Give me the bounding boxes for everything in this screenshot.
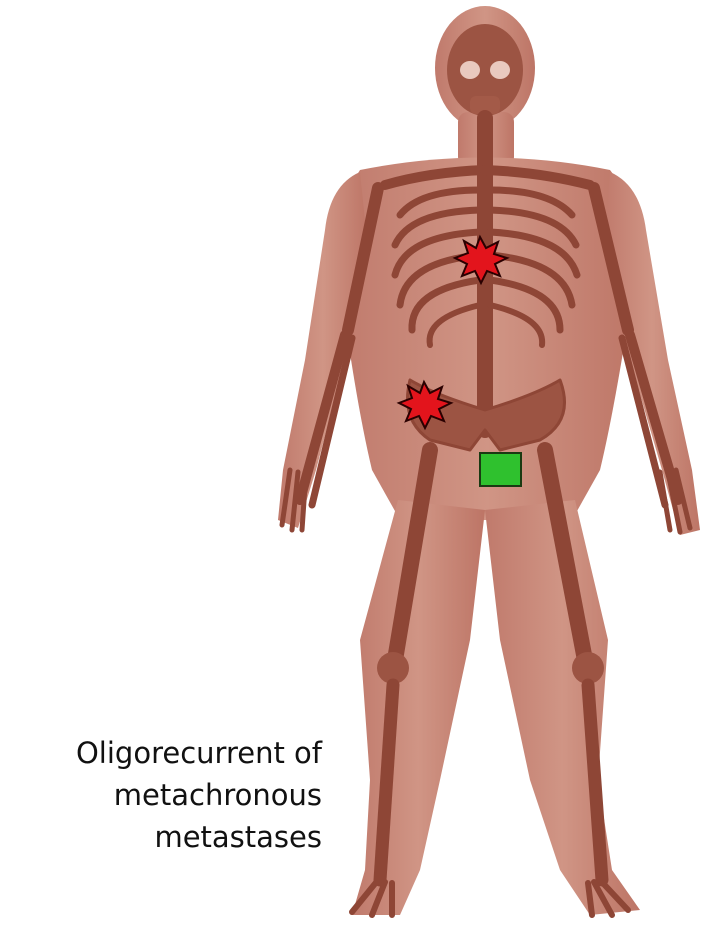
primary-tumor-marker-prostate (480, 453, 521, 486)
diagram-caption: Oligorecurrent of metachronous metastase… (0, 732, 322, 858)
caption-line-3: metastases (0, 816, 322, 858)
caption-line-1: Oligorecurrent of (0, 732, 322, 774)
caption-line-2: metachronous (0, 774, 322, 816)
